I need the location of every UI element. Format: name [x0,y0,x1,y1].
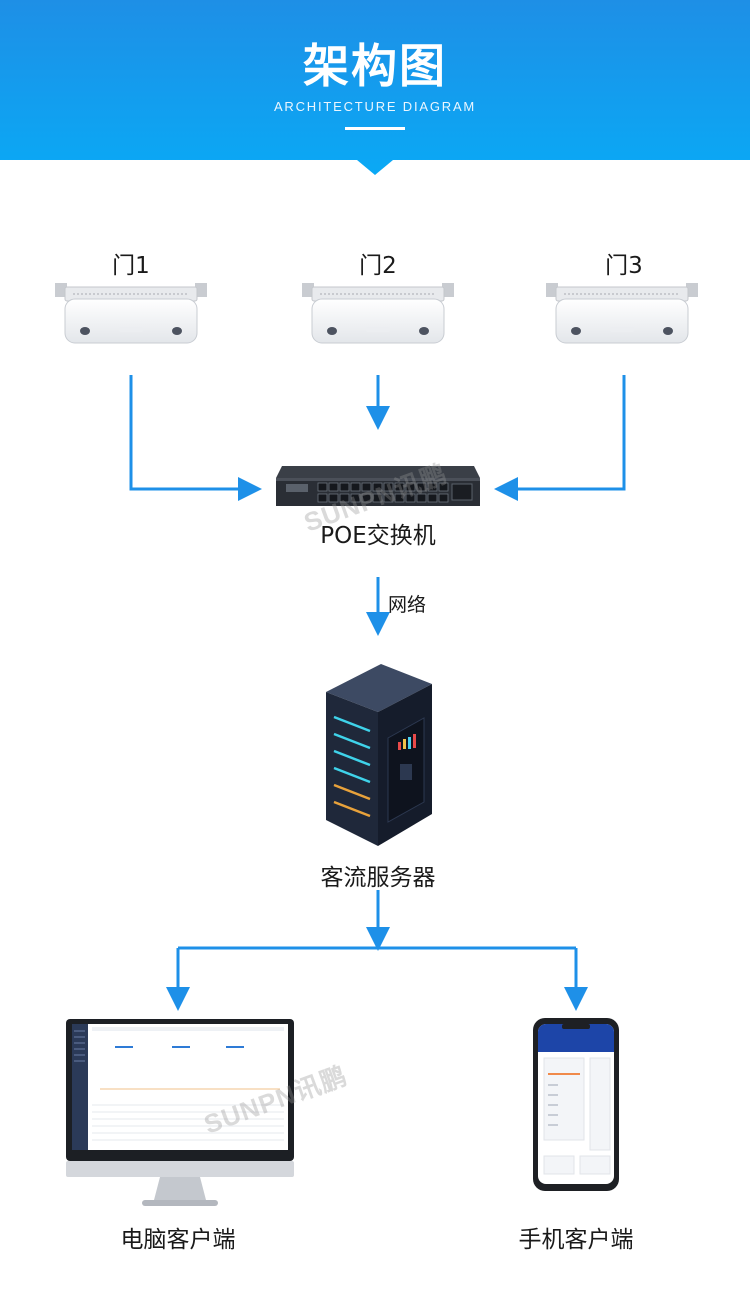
network-label: 网络 [388,594,427,616]
door3-label: 门3 [605,253,643,279]
server-rack-icon [326,664,432,846]
server-label: 客流服务器 [320,865,436,891]
page-subtitle: ARCHITECTURE DIAGRAM [273,99,477,114]
door3-to-switch-line [494,375,626,501]
door1-counter-icon [54,282,208,344]
split-to-pc-line [178,946,576,999]
door2-label: 门2 [359,253,397,279]
switch-label: POE交换机 [320,523,436,549]
poe-switch-icon [276,466,480,506]
mobile-client-label: 手机客户端 [518,1227,634,1253]
door1-to-switch-line [129,375,262,501]
header-banner [0,0,750,175]
pc-monitor-icon [66,1019,294,1206]
pc-client-label: 电脑客户端 [120,1227,236,1253]
mobile-phone-icon [533,1018,619,1191]
page-title: 架构图 [303,39,447,93]
door1-label: 门1 [112,253,150,279]
door2-counter-icon [301,282,455,344]
door3-counter-icon [545,282,699,344]
title-underline [345,127,405,130]
